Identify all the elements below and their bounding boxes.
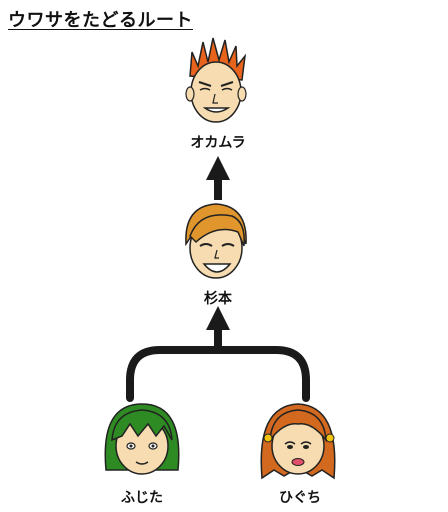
arrow-to-okamura — [206, 156, 230, 200]
sugimoto-face-icon — [185, 203, 247, 279]
sugimoto-name-label: 杉本 — [204, 291, 232, 307]
fujita-face-icon — [104, 403, 180, 475]
higuchi-name-label: ひぐち — [279, 490, 321, 506]
okamura-face-icon — [185, 37, 247, 123]
arrow-to-sugimoto — [206, 306, 230, 330]
fujita-name-label: ふじた — [121, 490, 163, 506]
diagram-title: ウワサをたどるルート — [8, 10, 193, 31]
higuchi-face-icon — [260, 403, 336, 480]
connector-bracket — [126, 330, 310, 402]
okamura-name-label: オカムラ — [190, 135, 246, 151]
